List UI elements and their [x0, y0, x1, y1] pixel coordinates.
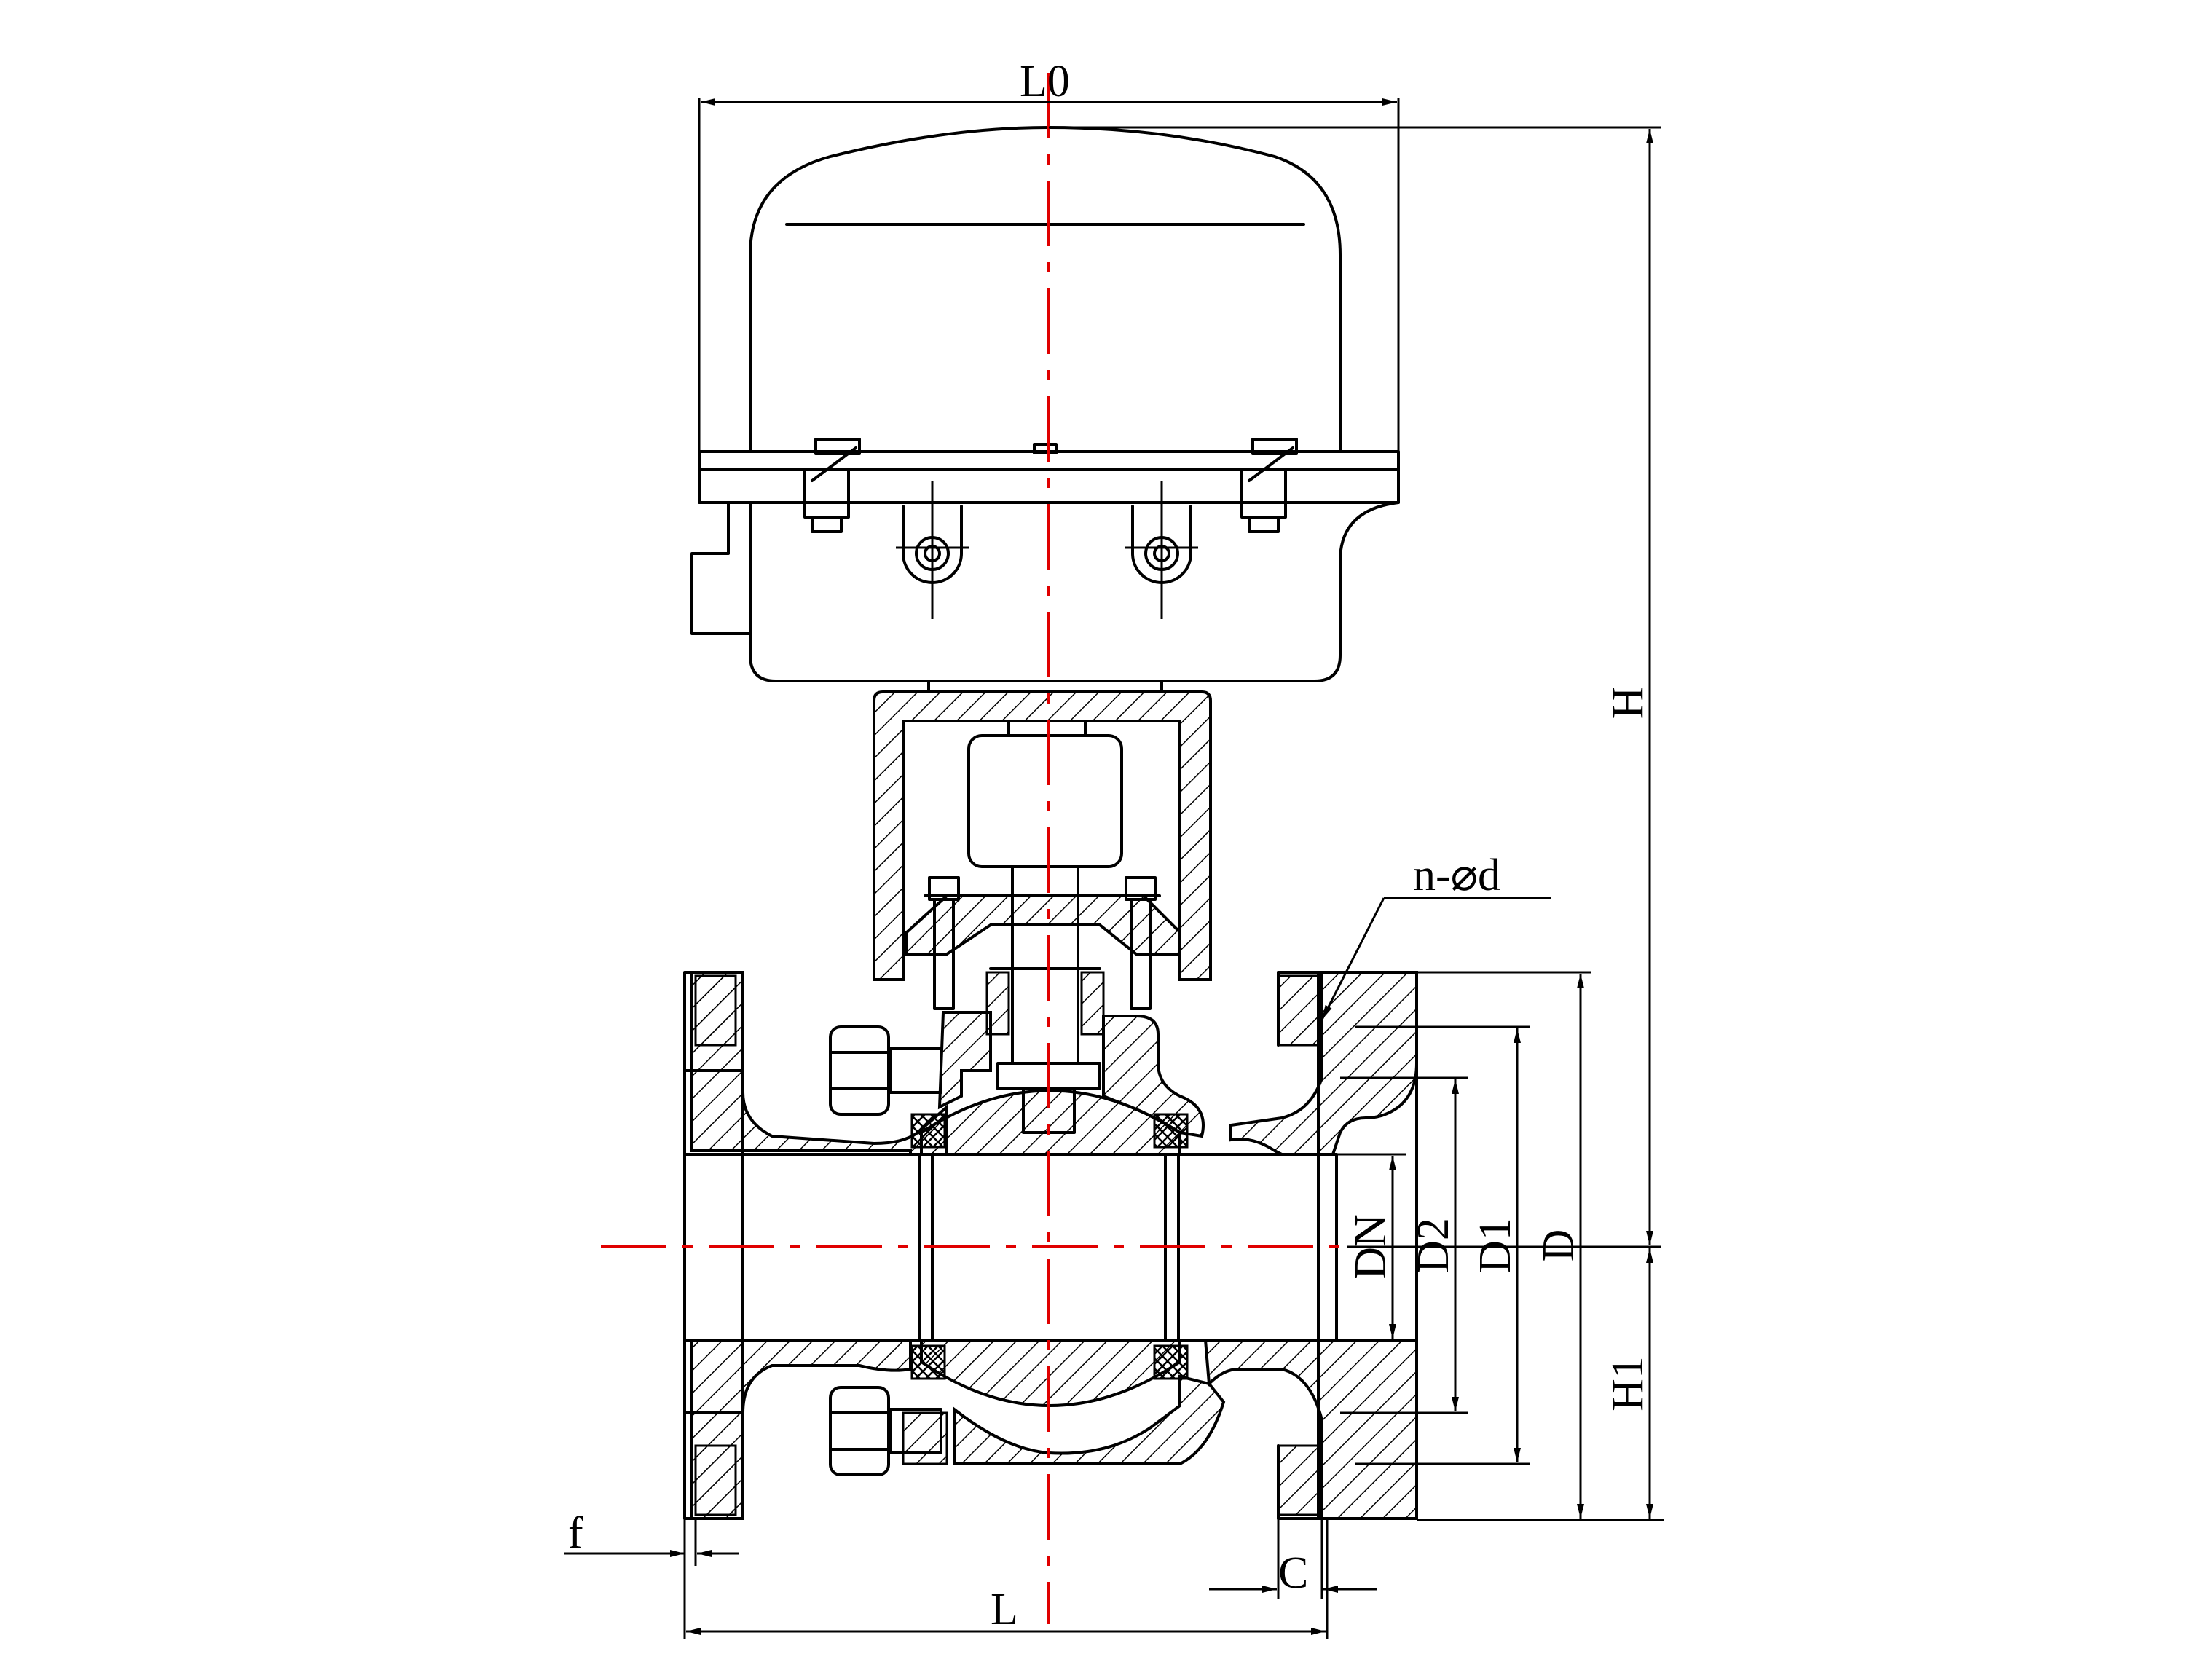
lug-nut-left [896, 481, 969, 619]
label-bolt-holes: n-⌀d [1413, 851, 1500, 900]
bracket [873, 680, 1212, 1010]
label-H1: H1 [1603, 1356, 1653, 1411]
ball [910, 1089, 1189, 1407]
dimension-lines [564, 98, 1664, 1639]
valve-body [683, 971, 1418, 1520]
label-H: H [1603, 687, 1653, 720]
label-D: D [1534, 1229, 1583, 1262]
label-C: C [1278, 1548, 1308, 1598]
label-L: L [991, 1585, 1018, 1634]
label-f: f [568, 1508, 583, 1558]
label-D1: D1 [1471, 1218, 1520, 1273]
actuator [690, 126, 1400, 682]
mount-bolt-right [1120, 876, 1161, 1010]
clamp-left [803, 438, 861, 533]
clamp-right [1240, 438, 1298, 533]
body-top [829, 1011, 1205, 1476]
label-D2: D2 [1409, 1218, 1458, 1273]
label-L0: L0 [1020, 57, 1070, 106]
dimension-labels: L0 H H1 D D1 D2 DN L f C n-⌀d [568, 57, 1653, 1634]
centerlines [601, 73, 1347, 1624]
label-DN: DN [1346, 1214, 1396, 1280]
lug-nut-right [1125, 481, 1198, 619]
mount-bolt-left [924, 876, 964, 1010]
